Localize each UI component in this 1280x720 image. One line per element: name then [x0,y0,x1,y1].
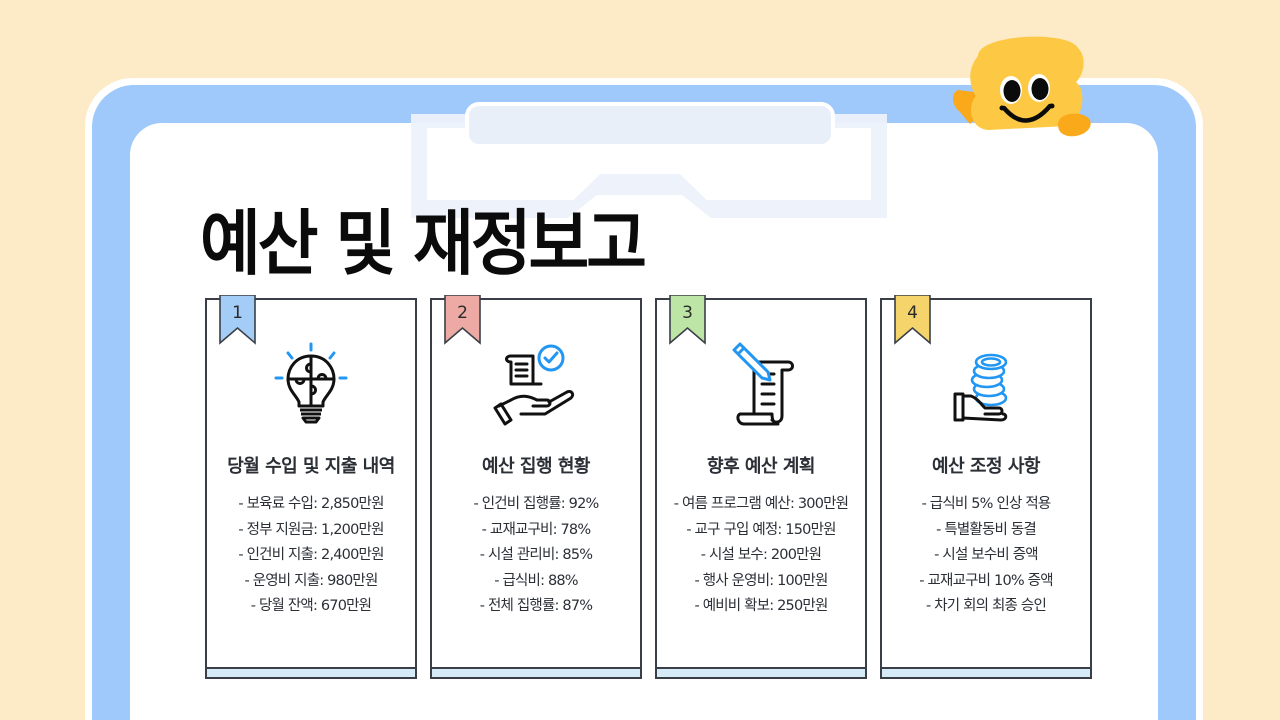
card-footer-strip [882,667,1090,677]
list-item: - 급식비: 88% [494,572,578,589]
mascot-character-icon [952,36,1091,137]
ribbon-badge [894,295,931,345]
list-item: - 여름 프로그램 예산: 300만원 [673,496,849,512]
list-item: - 당월 잔액: 670만원 [250,598,372,614]
list-item: - 급식비 5% 인상 적용 [921,496,1052,512]
list-item: - 시설 관리비: 85% [479,547,593,563]
list-item: - 정부 지원금: 1,200만원 [238,521,384,538]
list-item: - 운영비 지출: 980만원 [244,572,378,589]
list-item: - 인건비 지출: 2,400만원 [238,547,384,563]
list-item: - 교재교구비 10% 증액 [919,572,1053,589]
card-footer-strip [432,667,640,677]
list-item: - 예비비 확보: 250만원 [694,598,828,614]
list-item: - 특별활동비 동결 [936,521,1037,538]
card-title: 예산 조정 사항 [932,456,1040,477]
ribbon-badge [219,295,256,345]
card-title: 예산 집행 현황 [482,456,590,477]
card-number: 3 [682,303,693,323]
list-item: - 전체 집행률: 87% [479,598,593,614]
card-item-list: - 보육료 수입: 2,850만원 - 정부 지원금: 1,200만원 - 인건… [207,492,415,620]
list-item: - 시설 보수비 증액 [934,547,1038,563]
card-title: 당월 수입 및 지출 내역 [227,456,395,477]
ribbon-badge [444,295,481,345]
card-footer-strip [657,667,865,677]
card-footer-strip [207,667,415,677]
hand-document-check-icon [493,344,575,426]
list-item: - 보육료 수입: 2,850만원 [238,496,384,512]
card-item-list: - 여름 프로그램 예산: 300만원 - 교구 구입 예정: 150만원 - … [657,492,865,620]
card-number: 2 [457,303,468,323]
page-title: 예산 및 재정보고 [200,202,647,286]
card-budget-adjustments: 4 예산 조정 사항 - 급식비 5% 인상 적용 - 특별활동비 동결 - 시… [880,295,1092,679]
card-number: 4 [907,303,918,323]
clipboard-clip-top [465,102,835,148]
card-future-budget-plan: 3 향후 예산 계획 - 여름 프로그램 예산: 300만원 - 교구 구입 예… [655,295,867,679]
list-item: - 시설 보수: 200만원 [700,547,822,563]
lightbulb-puzzle-icon [274,342,348,424]
card-title: 향후 예산 계획 [707,456,815,477]
hand-coins-icon [953,353,1008,422]
scroll-pencil-icon [732,342,794,426]
list-item: - 교구 구입 예정: 150만원 [686,521,836,538]
list-item: - 인건비 집행률: 92% [473,496,599,512]
list-item: - 교재교구비: 78% [481,521,591,538]
list-item: - 차기 회의 최종 승인 [926,598,1047,614]
card-item-list: - 급식비 5% 인상 적용 - 특별활동비 동결 - 시설 보수비 증액 - … [882,492,1090,620]
ribbon-badge [669,295,706,345]
card-monthly-income-expense: 1 당월 수입 및 지출 내역 - 보육료 수입: 2,850만원 - 정부 지… [205,295,417,679]
card-item-list: - 인건비 집행률: 92% - 교재교구비: 78% - 시설 관리비: 85… [432,492,640,620]
card-budget-execution: 2 예산 집행 현황 - 인건비 집행률: 92% - 교재교구비: 78% -… [430,295,642,679]
card-number: 1 [232,303,243,323]
list-item: - 행사 운영비: 100만원 [694,572,828,589]
